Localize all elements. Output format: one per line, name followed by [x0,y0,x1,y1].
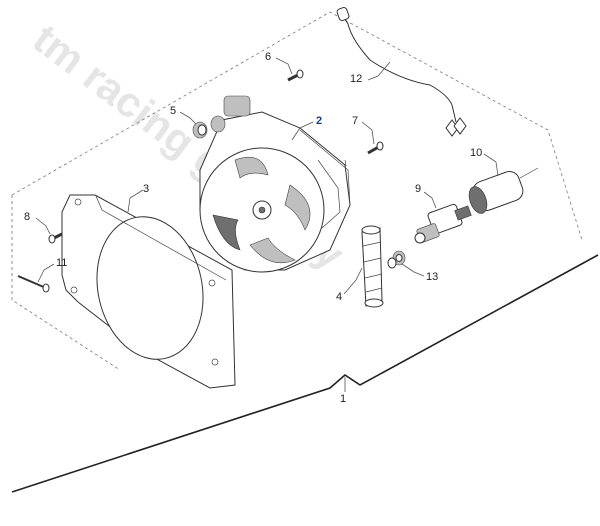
screw-part-7 [367,141,384,155]
connector-plug-part [468,167,539,214]
leader-7 [361,121,375,145]
part-label-2: 2 [316,115,322,127]
part-label-11: 11 [56,257,67,269]
leader-2 [291,121,314,141]
bracket-frame-part [61,194,236,389]
part-label-4: 4 [336,291,342,303]
leader-13 [401,263,425,277]
washer-part [387,250,406,269]
part-label-10: 10 [470,147,482,159]
leader-10 [483,153,499,177]
temp-switch-part [414,203,472,244]
long-bolt-part [17,275,50,293]
hose-adapter-part [361,225,384,308]
fan-part [199,95,351,273]
part-label-13: 13 [426,271,438,283]
assembly-frame [11,11,583,371]
leader-12 [367,61,391,81]
screw-part-8 [48,232,63,244]
spacer-part-2 [210,115,226,133]
leader-5 [179,111,197,125]
part-label-8: 8 [24,211,30,223]
part-label-7: 7 [352,115,358,127]
leader-3 [127,189,144,213]
bolt-part [287,69,304,82]
part-label-12: 12 [350,73,362,85]
part-label-1: 1 [340,393,346,405]
assembly-base-outline [11,254,599,493]
part-label-5: 5 [170,105,176,117]
spacer-part [192,121,208,139]
leader-11 [37,263,55,283]
wire-part [336,6,467,137]
part-label-6: 6 [265,51,271,63]
leader-9 [423,191,437,209]
leader-6 [275,57,293,75]
leader-4 [343,267,363,295]
part-label-9: 9 [415,183,421,195]
part-label-3: 3 [143,183,149,195]
leader-8 [35,217,51,235]
